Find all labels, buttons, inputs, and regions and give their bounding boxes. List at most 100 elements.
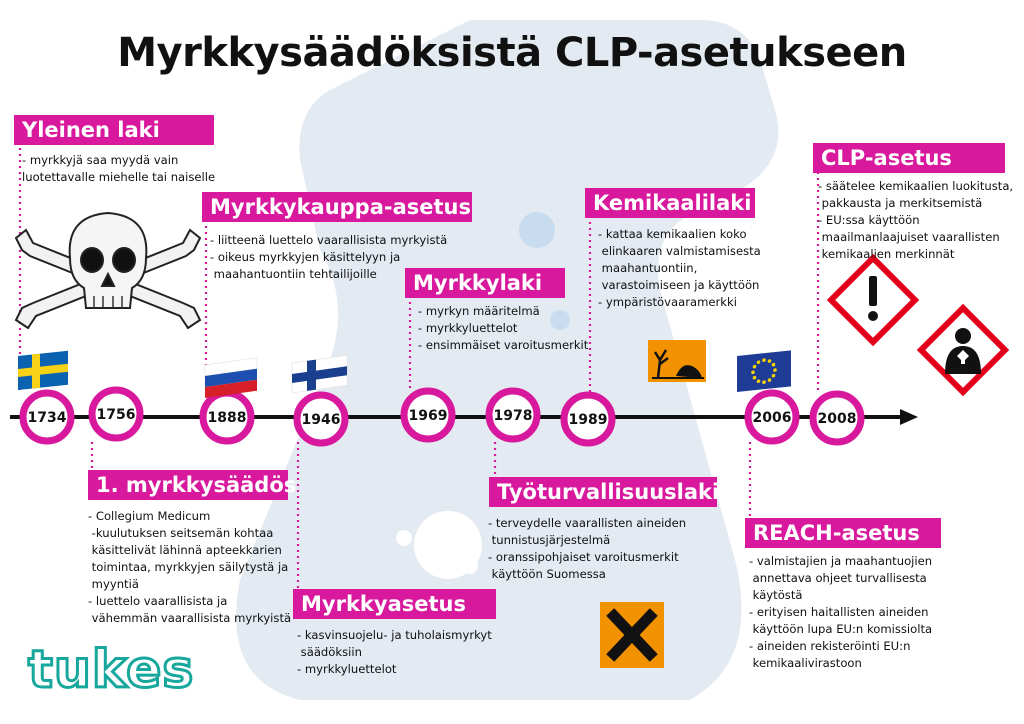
event-text-1888: - liitteenä luettelo vaarallisista myrky… <box>210 232 447 283</box>
year-marker-2006: 2006 <box>744 389 800 445</box>
event-line: - myrkyn määritelmä <box>418 304 540 318</box>
event-line: käytöstä <box>749 588 803 602</box>
year-marker-1989: 1989 <box>560 391 616 447</box>
year-marker-1946: 1946 <box>293 391 349 447</box>
event-text-1978: - terveydelle vaarallisten aineiden tunn… <box>488 515 686 583</box>
year-markers: 1734 1756 1888 1946 1969 1978 1989 2006 2008 <box>19 386 865 447</box>
year-circle <box>19 389 75 445</box>
event-heading-1734: Yleinen laki <box>14 115 214 145</box>
year-marker-2008: 2008 <box>809 390 865 446</box>
year-label: 1969 <box>409 408 448 424</box>
event-text-1946: - kasvinsuojelu- ja tuholaismyrkyt säädö… <box>297 627 492 678</box>
event-line: - kasvinsuojelu- ja tuholaismyrkyt <box>297 628 492 642</box>
event-heading-1756: 1. myrkkysäädös <box>88 470 296 500</box>
event-line: - myrkkyluettelot <box>297 662 397 676</box>
event-text-1969: - myrkyn määritelmä - myrkkyluettelot - … <box>418 303 588 354</box>
year-marker-1969: 1969 <box>400 387 456 443</box>
eu-star-icon <box>767 378 772 382</box>
year-label: 1888 <box>208 410 247 426</box>
event-line: -kuulutuksen seitsemän kohtaa <box>88 526 274 540</box>
event-line: - liitteenä luettelo vaarallisista myrky… <box>210 233 448 247</box>
year-label: 1756 <box>97 407 136 423</box>
event-line: - myrkkyluettelot <box>418 321 518 335</box>
year-marker-1756: 1756 <box>88 386 144 442</box>
skull-crossbones-icon <box>14 211 202 330</box>
year-label: 1989 <box>569 412 608 428</box>
year-label: 2008 <box>818 411 857 427</box>
event-text-2006: - valmistajien ja maahantuojien annettav… <box>749 553 932 672</box>
event-line: - oikeus myrkkyjen käsittelyyn ja <box>210 250 401 264</box>
event-line: - kattaa kemikaalien koko <box>598 227 747 241</box>
eu-star-icon <box>767 359 772 363</box>
event-line: maailmanlaajuiset vaarallisten <box>818 230 1000 244</box>
event-line: kemikaalivirastoon <box>749 656 862 670</box>
eu-star-icon <box>762 358 766 362</box>
event-heading-2008: CLP-asetus <box>813 143 1005 173</box>
event-line: - EU:ssa käyttöön <box>818 213 920 227</box>
environment-hazard-icon <box>648 340 706 382</box>
event-line: - myrkkyjä saa myydä vain <box>22 153 179 167</box>
eu-star-icon <box>762 380 766 384</box>
year-circle <box>88 386 144 442</box>
event-line: varastoimiseen ja käyttöön <box>598 278 760 292</box>
exclamation-ghs-icon <box>826 253 920 347</box>
event-heading-2006: REACH-asetus <box>745 518 941 548</box>
event-line: toimintaa, myrkkyjen säilytystä ja <box>88 560 289 574</box>
event-line: käsittelivät lähinnä apteekkarien <box>88 543 282 557</box>
finland-flag-icon <box>291 354 348 394</box>
sweden-flag-icon <box>18 350 68 390</box>
event-line: elinkaaren valmistamisesta <box>598 244 761 258</box>
event-heading-1978: Työturvallisuuslaki <box>489 477 719 507</box>
event-text-1734: - myrkkyjä saa myydä vain luotettavalle … <box>22 152 215 186</box>
event-heading-1969: Myrkkylaki <box>405 268 565 298</box>
page-title: Myrkkysäädöksistä CLP-asetukseen <box>117 30 907 76</box>
year-marker-1734: 1734 <box>19 389 75 445</box>
eu-flag-icon <box>737 350 791 392</box>
event-heading-1946: Myrkkyasetus <box>293 589 496 619</box>
year-label: 1734 <box>28 410 67 426</box>
event-line: säädöksiin <box>297 645 362 659</box>
eu-star-icon <box>771 373 776 378</box>
event-line: annettava ohjeet turvallisesta <box>749 571 927 585</box>
eu-star-icon <box>771 362 776 367</box>
year-marker-1888: 1888 <box>199 389 255 445</box>
year-circle <box>485 387 541 443</box>
event-line: luotettavalle miehelle tai naiselle <box>22 170 216 184</box>
tukes-logo: tukes <box>26 639 195 702</box>
event-text-1989: - kattaa kemikaalien koko elinkaaren val… <box>598 226 761 311</box>
event-line: - oranssipohjaiset varoitusmerkit <box>488 550 679 564</box>
event-line: - valmistajien ja maahantuojien <box>749 554 933 568</box>
year-circle <box>809 390 865 446</box>
event-line: käyttöön Suomessa <box>488 567 606 581</box>
event-line: maahantuontiin, <box>598 261 698 275</box>
event-line: - erityisen haitallisten aineiden <box>749 605 929 619</box>
year-circle <box>293 391 349 447</box>
event-line: - luettelo vaarallisista ja <box>88 594 228 608</box>
year-label: 2006 <box>753 410 792 426</box>
harmful-x-icon <box>600 602 664 668</box>
year-label: 1978 <box>494 408 533 424</box>
connectors <box>18 142 820 592</box>
event-line: - terveydelle vaarallisten aineiden <box>488 516 687 530</box>
eu-star-icon <box>756 360 761 365</box>
russia-flag-icon <box>204 357 258 398</box>
eu-star-icon <box>752 364 757 369</box>
event-line: - ensimmäiset varoitusmerkit <box>418 338 589 352</box>
event-line: - ympäristövaaramerkki <box>598 295 737 309</box>
event-line: vähemmän vaarallisista myrkyistä <box>88 611 292 625</box>
event-line: - aineiden rekisteröinti EU:n <box>749 639 911 653</box>
year-circle <box>560 391 616 447</box>
event-line: käyttöön lupa EU:n komissiolta <box>749 622 933 636</box>
eu-star-icon <box>752 375 757 380</box>
year-marker-1978: 1978 <box>485 387 541 443</box>
eu-star-icon <box>773 368 777 372</box>
event-text-2008: - säätelee kemikaalien luokitusta, pakka… <box>818 178 1013 263</box>
event-line: myyntiä <box>88 577 139 591</box>
event-line: tunnistusjärjestelmä <box>488 533 611 547</box>
event-line: pakkausta ja merkitsemistä <box>818 196 983 210</box>
event-heading-1888: Myrkkykauppa-asetus <box>202 192 472 222</box>
event-line: kemikaalien merkinnät <box>818 247 955 261</box>
year-circle <box>400 387 456 443</box>
year-label: 1946 <box>302 412 341 428</box>
event-line: - Collegium Medicum <box>88 509 211 523</box>
